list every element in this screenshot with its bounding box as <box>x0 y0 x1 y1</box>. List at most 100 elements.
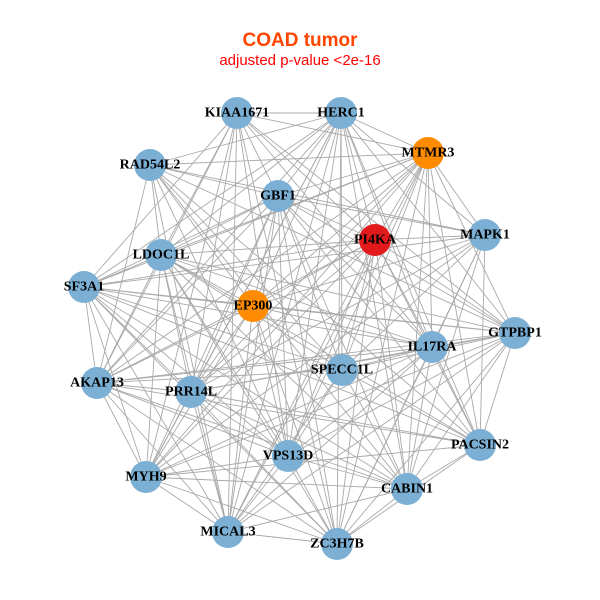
edge-SF3A1-AKAP13 <box>83 286 98 384</box>
node-ep300: EP300 <box>234 290 273 322</box>
edge-HERC1-GBF1 <box>277 112 342 197</box>
edge-AKAP13-VPS13D <box>96 382 289 457</box>
node-cabin1: CABIN1 <box>381 473 433 505</box>
node-circle <box>359 224 391 256</box>
edge-GTPBP1-ZC3H7B <box>336 332 516 545</box>
edge-MYH9-CABIN1 <box>145 476 408 490</box>
node-circle <box>68 271 100 303</box>
node-ldoc1l: LDOC1L <box>133 239 190 271</box>
node-label: EP300 <box>234 299 273 314</box>
edge-PI4KA-LDOC1L <box>160 239 376 256</box>
node-circle <box>464 429 496 461</box>
edge-HERC1-VPS13D <box>287 112 342 457</box>
node-label: HERC1 <box>317 106 364 121</box>
edge-AKAP13-CABIN1 <box>96 382 408 490</box>
edge-MAPK1-SPECC1L <box>341 234 486 371</box>
edge-HERC1-PI4KA <box>340 112 376 241</box>
edge-LDOC1L-ZC3H7B <box>160 254 338 545</box>
edge-SPECC1L-CABIN1 <box>341 369 408 490</box>
node-circle <box>391 473 423 505</box>
edge-AKAP13-PACSIN2 <box>96 382 481 446</box>
edge-RAD54L2-CABIN1 <box>149 164 408 490</box>
node-mapk1: MAPK1 <box>460 219 510 251</box>
node-circle <box>145 239 177 271</box>
edge-SF3A1-CABIN1 <box>83 286 408 490</box>
edge-GBF1-EP300 <box>252 195 279 307</box>
node-specc1l: SPECC1L <box>311 354 373 386</box>
chart-subtitle: adjusted p-value <2e-16 <box>219 52 381 69</box>
edge-VPS13D-MYH9 <box>145 455 289 478</box>
edge-HERC1-CABIN1 <box>340 112 408 490</box>
edge-LDOC1L-VPS13D <box>160 254 289 457</box>
edge-HERC1-SF3A1 <box>83 112 342 288</box>
edge-LDOC1L-EP300 <box>160 254 254 307</box>
edge-PRR14L-VPS13D <box>190 391 289 457</box>
edge-EP300-GTPBP1 <box>252 305 516 334</box>
edge-HERC1-SPECC1L <box>340 112 343 371</box>
node-circle <box>416 331 448 363</box>
node-circle <box>221 97 253 129</box>
edge-GBF1-PI4KA <box>277 195 376 241</box>
edges <box>83 112 516 545</box>
node-mtmr3: MTMR3 <box>402 137 454 169</box>
node-circle <box>262 180 294 212</box>
edge-MTMR3-GBF1 <box>277 152 429 197</box>
node-vps13d: VPS13D <box>263 440 313 472</box>
node-pi4ka: PI4KA <box>354 224 397 256</box>
node-circle <box>175 376 207 408</box>
node-label: IL17RA <box>407 340 457 355</box>
edge-MTMR3-AKAP13 <box>96 152 429 384</box>
edge-CABIN1-MICAL3 <box>227 488 408 533</box>
edge-IL17RA-CABIN1 <box>406 346 433 490</box>
node-label: SPECC1L <box>311 363 373 378</box>
node-label: KIAA1671 <box>205 106 270 121</box>
node-label: CABIN1 <box>381 482 433 497</box>
edge-MTMR3-RAD54L2 <box>149 152 429 166</box>
edge-SPECC1L-PACSIN2 <box>341 369 481 446</box>
node-circle <box>212 516 244 548</box>
edge-GBF1-PRR14L <box>190 195 279 393</box>
edge-RAD54L2-PACSIN2 <box>149 164 481 446</box>
edge-RAD54L2-GBF1 <box>149 164 279 197</box>
edge-MTMR3-IL17RA <box>427 152 433 348</box>
edge-AKAP13-MYH9 <box>96 382 147 478</box>
node-circle <box>469 219 501 251</box>
edge-MTMR3-VPS13D <box>287 152 429 457</box>
node-pacsin2: PACSIN2 <box>451 429 509 461</box>
node-label: RAD54L2 <box>120 158 181 173</box>
node-circle <box>321 528 353 560</box>
edge-KIAA1671-MTMR3 <box>236 112 429 154</box>
edge-GTPBP1-PACSIN2 <box>479 332 516 446</box>
node-circle <box>237 290 269 322</box>
edge-EP300-VPS13D <box>252 305 289 457</box>
edge-LDOC1L-MYH9 <box>145 254 162 478</box>
edge-MTMR3-PRR14L <box>190 152 429 393</box>
edge-MTMR3-CABIN1 <box>406 152 429 490</box>
node-gtpbp1: GTPBP1 <box>488 317 542 349</box>
edge-PRR14L-CABIN1 <box>190 391 408 490</box>
node-gbf1: GBF1 <box>260 180 296 212</box>
edge-HERC1-RAD54L2 <box>149 112 342 166</box>
edge-KIAA1671-PI4KA <box>236 112 376 241</box>
edge-KIAA1671-MYH9 <box>145 112 238 478</box>
node-circle <box>499 317 531 349</box>
edge-GBF1-AKAP13 <box>96 195 279 384</box>
edge-IL17RA-PACSIN2 <box>431 346 481 446</box>
edge-GBF1-VPS13D <box>277 195 289 457</box>
edge-VPS13D-CABIN1 <box>287 455 408 490</box>
edge-GTPBP1-CABIN1 <box>406 332 516 490</box>
edge-GBF1-MAPK1 <box>277 195 486 236</box>
edge-IL17RA-VPS13D <box>287 346 433 457</box>
edge-KIAA1671-GTPBP1 <box>236 112 516 334</box>
node-circle <box>325 97 357 129</box>
node-zc3h7b: ZC3H7B <box>310 528 364 560</box>
node-label: LDOC1L <box>133 248 190 263</box>
edge-MAPK1-EP300 <box>252 234 486 307</box>
edge-HERC1-AKAP13 <box>96 112 342 384</box>
edge-RAD54L2-AKAP13 <box>96 164 151 384</box>
node-akap13: AKAP13 <box>70 367 124 399</box>
edge-SF3A1-ZC3H7B <box>83 286 338 545</box>
edge-EP300-IL17RA <box>252 305 433 348</box>
node-label: MICAL3 <box>200 525 255 540</box>
